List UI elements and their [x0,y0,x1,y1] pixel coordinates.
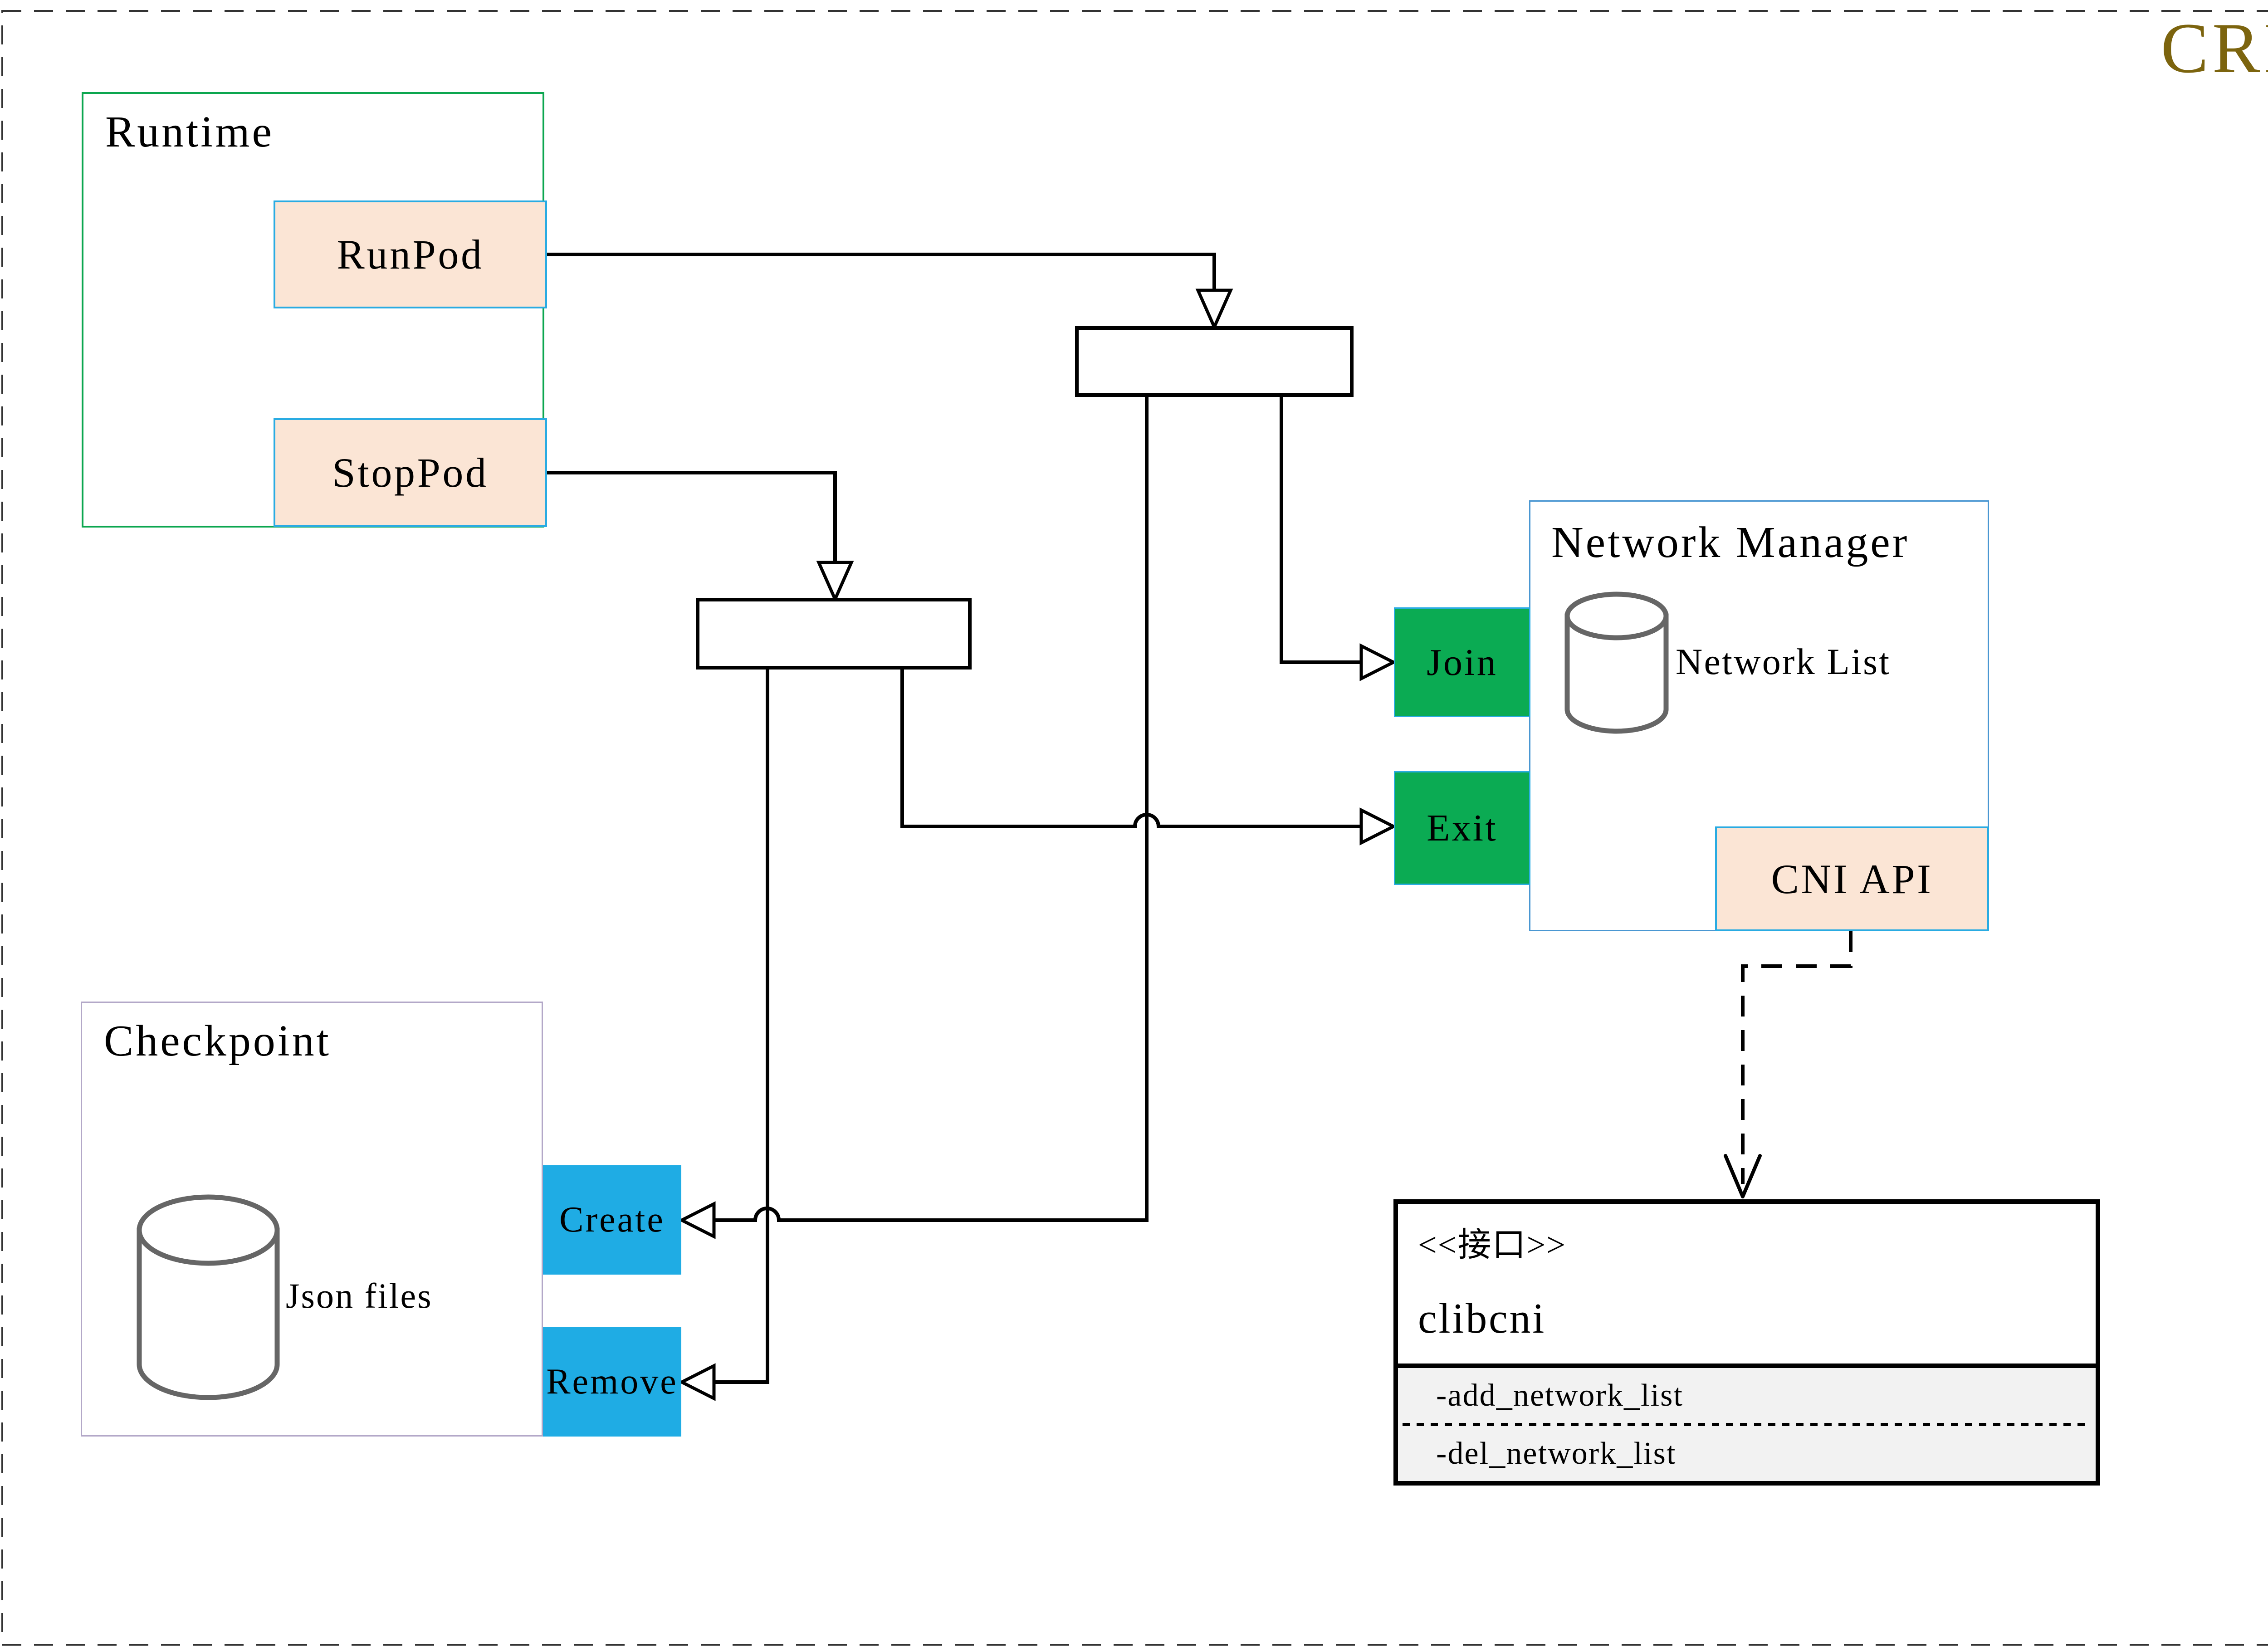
interface-name-label: clibcni [1418,1295,1546,1342]
interface-methods-compartment: -add_network_list -del_network_list [1398,1364,2096,1481]
interface-method-del: -del_network_list [1436,1436,1677,1471]
remove-node: Remove [543,1327,681,1437]
arrowhead-down-connector-runpod [1195,288,1233,331]
network-list-cylinder-icon [1564,591,1669,734]
arrowhead-left-remove [678,1363,716,1401]
method-dotted-divider [1403,1423,2091,1426]
arrowhead-left-create [678,1201,716,1239]
arrowhead-down-connector-stoppod [816,561,854,603]
json-files-label: Json files [286,1276,433,1315]
wire-connector-to-join [1280,395,1361,664]
wire-stoppod-to-connector [547,471,837,562]
arrowhead-right-exit [1359,807,1397,845]
interface-box: <<接口>> clibcni -add_network_list -del_ne… [1393,1199,2100,1486]
outer-dashed-border [1,10,2268,1646]
connector-box-stoppod [696,598,972,670]
arrowhead-right-join [1359,643,1397,681]
interface-method-add: -add_network_list [1436,1378,1684,1413]
wire-connector-to-remove [715,668,769,1384]
wire-runpod-to-connector [547,253,1216,290]
interface-stereotype-label: <<接口>> [1418,1227,1566,1264]
runpod-node: RunPod [274,200,547,308]
exit-node: Exit [1394,771,1530,885]
join-node: Join [1394,607,1530,717]
wire-connector-to-create [715,395,1149,1222]
cylinder-body [137,1227,280,1400]
cylinder-top [137,1194,280,1266]
wire-cniapi-to-clibcni [1741,931,1853,1184]
cylinder-top [1564,591,1669,640]
network-manager-label: Network Manager [1551,518,1910,567]
network-list-label: Network List [1676,641,1891,682]
wire-connector-to-exit [900,668,1361,828]
checkpoint-label: Checkpoint [104,1017,331,1065]
runtime-label: Runtime [105,108,274,156]
interface-title-compartment: <<接口>> clibcni [1398,1204,2096,1364]
json-files-cylinder-icon [137,1194,280,1400]
cylinder-body [1564,613,1669,734]
diagram-title: CRI [2160,9,2268,88]
create-node: Create [543,1165,681,1275]
arrowhead-open-clibcni [1724,1154,1762,1198]
stoppod-node: StopPod [274,418,547,527]
checkpoint-box: Checkpoint [81,1002,543,1437]
connector-box-runpod [1075,326,1354,397]
cni-api-node: CNI API [1715,826,1989,931]
